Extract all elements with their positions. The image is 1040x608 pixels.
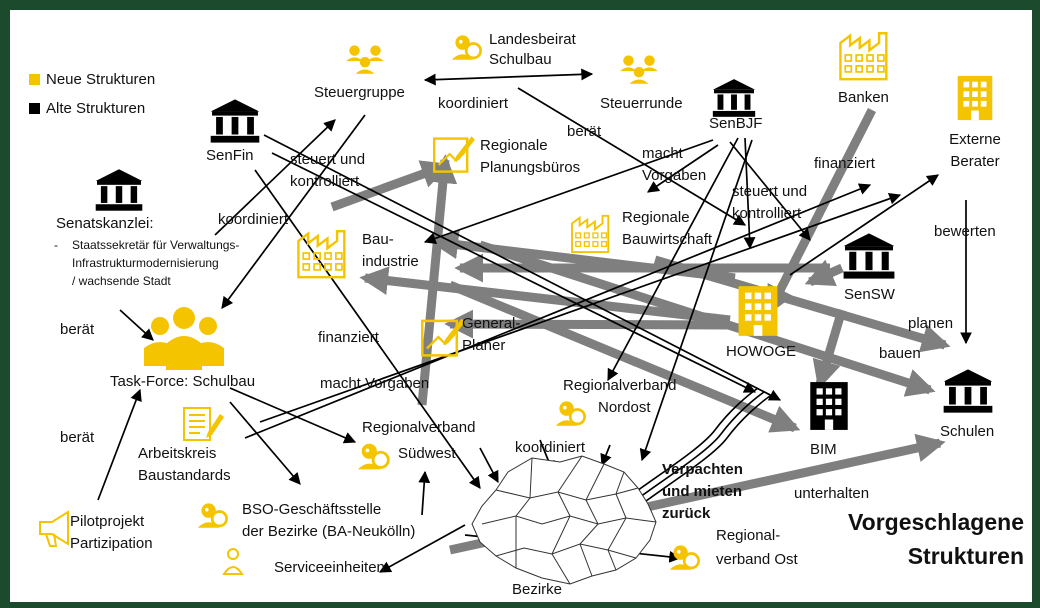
edge-bewerten: bewerten bbox=[934, 223, 996, 240]
steuergruppe-label: Steuergruppe bbox=[314, 84, 405, 101]
schulen-building-icon bbox=[943, 369, 993, 413]
nordost-group-icon bbox=[554, 399, 587, 428]
senatskanzlei-line2: Infrastrukturmodernisierung bbox=[72, 256, 219, 270]
howoge-label: HOWOGE bbox=[726, 343, 796, 360]
bezirke-label: Bezirke bbox=[512, 581, 563, 598]
edge-steuert-left-2: kontrolliert bbox=[290, 173, 360, 190]
bauwirtschaft-factory-icon bbox=[571, 214, 610, 254]
ost-label-2: verband Ost bbox=[716, 551, 798, 568]
thin-arrows bbox=[97, 68, 972, 573]
edge-finanziert-right: finanziert bbox=[814, 155, 875, 172]
bso-group-icon bbox=[196, 501, 229, 530]
edge-steuert-right-1: steuert und bbox=[732, 183, 808, 200]
pilotprojekt-label-2: Partizipation bbox=[70, 535, 153, 552]
bauindustrie-label-2: industrie bbox=[362, 253, 419, 270]
connections-layer bbox=[39, 32, 993, 585]
verpachten-curve bbox=[621, 387, 771, 511]
schulen-label: Schulen bbox=[940, 423, 995, 440]
bauwirtschaft-label-2: Bauwirtschaft bbox=[622, 231, 713, 248]
serviceeinheiten-label: Serviceeinheiten bbox=[274, 559, 385, 576]
pilotprojekt-label-1: Pilotprojekt bbox=[70, 513, 145, 530]
edge-planen: planen bbox=[908, 315, 954, 332]
sensw-building-icon bbox=[843, 233, 895, 279]
bauindustrie-label-1: Bau- bbox=[362, 231, 394, 248]
steuerrunde-label: Steuerrunde bbox=[600, 95, 683, 112]
edge-bauen: bauen bbox=[879, 345, 921, 362]
senatskanzlei-line1: Staatssekretär für Verwaltungs- bbox=[72, 238, 240, 252]
suedwest-label-1: Regionalverband bbox=[362, 419, 476, 436]
suedwest-group-icon bbox=[356, 442, 390, 471]
planungsbueros-label-2: Planungsbüros bbox=[480, 159, 581, 176]
bso-label-2: der Bezirke (BA-Neukölln) bbox=[242, 523, 416, 540]
task-force-label: Task-Force: Schulbau bbox=[110, 373, 256, 390]
suedwest-label-2: Südwest bbox=[398, 445, 456, 462]
senfin-building-icon bbox=[210, 99, 260, 143]
edge-koordiniert-left: koordiniert bbox=[218, 211, 289, 228]
legend-new-swatch bbox=[29, 74, 40, 85]
task-force-people-icon bbox=[144, 307, 224, 370]
legend-new-label: Neue Strukturen bbox=[46, 71, 156, 88]
bim-office-icon bbox=[810, 382, 848, 430]
nordost-label-2: Nordost bbox=[598, 399, 651, 416]
diagram-canvas: Neue Strukturen Alte Strukturen Steuergr… bbox=[10, 10, 1032, 602]
edge-verpachten-3: zurück bbox=[662, 505, 711, 522]
senatskanzlei-title: Senatskanzlei: bbox=[56, 215, 154, 232]
bauindustrie-factory-icon bbox=[297, 230, 346, 279]
bezirke-map bbox=[471, 455, 657, 585]
edge-unterhalten: unterhalten bbox=[794, 485, 870, 502]
howoge-office-icon bbox=[738, 286, 778, 336]
edge-macht-vorgaben-mid: macht Vorgaben bbox=[320, 375, 430, 392]
planungsbueros-label-1: Regionale bbox=[480, 137, 548, 154]
senatskanzlei-line3: / wachsende Stadt bbox=[72, 274, 171, 288]
sensw-label: SenSW bbox=[844, 286, 895, 303]
bso-label-1: BSO-Geschäftsstelle bbox=[242, 501, 382, 518]
edge-beraet-left: berät bbox=[60, 321, 95, 338]
nordost-label-1: Regionalverband bbox=[563, 377, 677, 394]
arbeitskreis-document-icon bbox=[183, 407, 224, 441]
edge-macht-vorgaben-1: macht bbox=[642, 145, 683, 162]
externe-berater-label-1: Externe bbox=[949, 131, 1001, 148]
edge-koordiniert-bottom: koordiniert bbox=[515, 439, 586, 456]
edge-steuert-left-1: steuert und bbox=[290, 151, 366, 168]
edge-verpachten-2: und mieten bbox=[662, 483, 743, 500]
edge-steuert-right-2: kontrolliert bbox=[732, 205, 802, 222]
diagram-title-line1: Vorgeschlagene bbox=[848, 509, 1024, 535]
senatskanzlei-bullet: - bbox=[54, 238, 58, 252]
bim-label: BIM bbox=[810, 441, 837, 458]
senfin-label: SenFin bbox=[206, 147, 254, 164]
diagram-title-line2: Strukturen bbox=[907, 543, 1024, 569]
senbjf-building-icon bbox=[712, 79, 756, 117]
landesbeirat-label-1: Landesbeirat bbox=[489, 31, 576, 48]
person-outline-icon bbox=[222, 548, 244, 575]
edge-macht-vorgaben-2: Vorgaben bbox=[642, 167, 707, 184]
senbjf-label: SenBJF bbox=[709, 115, 763, 132]
externe-berater-office-icon bbox=[957, 75, 993, 121]
steuergruppe-icon bbox=[346, 45, 384, 74]
edge-beraet-top: berät bbox=[567, 123, 602, 140]
edge-finanziert-mid: finanziert bbox=[318, 329, 379, 346]
generalplaner-label-1: General- bbox=[462, 315, 521, 332]
edge-verpachten-1: Verpachten bbox=[662, 461, 743, 478]
arbeitskreis-label-1: Arbeitskreis bbox=[138, 445, 217, 462]
arbeitskreis-label-2: Baustandards bbox=[138, 467, 231, 484]
landesbeirat-label-2: Schulbau bbox=[489, 51, 552, 68]
bauwirtschaft-label-1: Regionale bbox=[622, 209, 690, 226]
edge-koordiniert-top: koordiniert bbox=[438, 95, 509, 112]
ost-label-1: Regional- bbox=[716, 527, 781, 544]
externe-berater-label-2: Berater bbox=[950, 153, 1000, 170]
banken-label: Banken bbox=[838, 89, 889, 106]
senatskanzlei-building-icon bbox=[95, 169, 143, 211]
legend-old-swatch bbox=[29, 103, 40, 114]
landesbeirat-icon bbox=[450, 33, 483, 62]
legend-old-label: Alte Strukturen bbox=[46, 100, 146, 117]
edge-beraet-bottom: berät bbox=[60, 429, 95, 446]
steuerrunde-icon bbox=[620, 55, 658, 84]
banken-factory-icon bbox=[839, 32, 888, 81]
generalplaner-label-2: Planer bbox=[462, 337, 506, 354]
megaphone-icon bbox=[39, 510, 69, 547]
